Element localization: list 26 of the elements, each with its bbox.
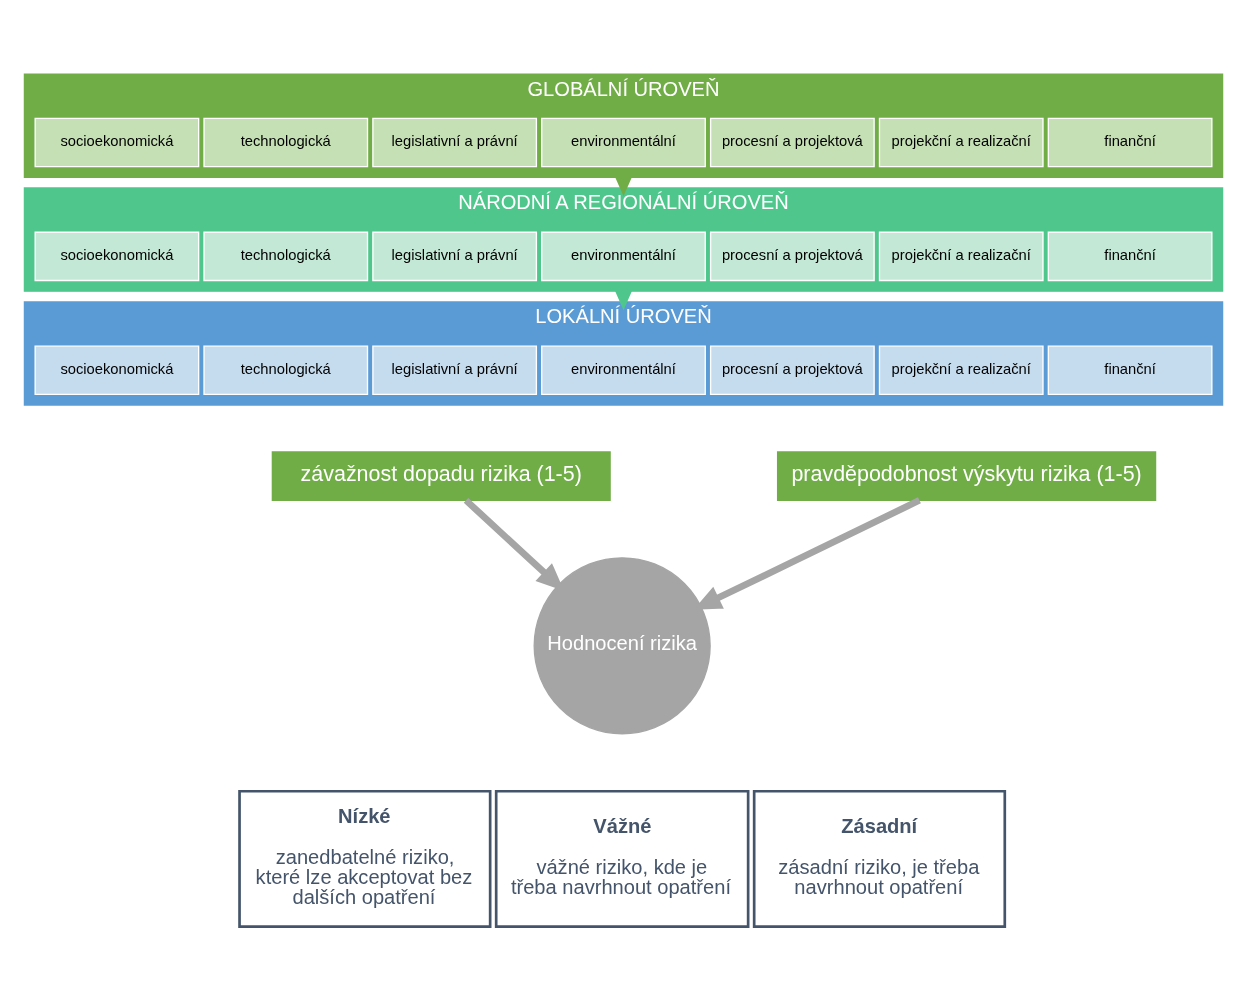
node-box: socioekonomická: [34, 117, 200, 168]
node-box: technologická: [203, 345, 369, 396]
node-box: projekční a realizační: [878, 345, 1044, 396]
node-box: Vážné vážné riziko, kde je třeba navrhnout opatření: [494, 789, 750, 928]
node-box: finanční: [1047, 345, 1213, 396]
node-box: technologická: [203, 231, 369, 282]
node-box: socioekonomická: [34, 345, 200, 396]
node-box: projekční a realizační: [878, 231, 1044, 282]
node-box: legislativní a právní: [372, 345, 538, 396]
node-box: procesní a projektová: [709, 117, 875, 168]
node-box: finanční: [1047, 117, 1213, 168]
node-box: legislativní a právní: [372, 117, 538, 168]
node-box: Zásadní zásadní riziko, je třeba navrhnout opatření: [752, 789, 1007, 928]
node-box: environmentální: [541, 345, 706, 396]
node-box: procesní a projektová: [709, 345, 875, 396]
node-box: pravděpodobnost výskytu rizika (1-5): [776, 451, 1157, 501]
node-box: technologická: [203, 117, 369, 168]
node-box: Nízké zanedbatelné riziko, které lze akceptovat bez dalších opatření: [238, 789, 492, 928]
node-box: finanční: [1047, 231, 1213, 282]
node-box: legislativní a právní: [372, 231, 538, 282]
node-box: projekční a realizační: [878, 117, 1044, 168]
node-box: procesní a projektová: [709, 231, 875, 282]
node-box: socioekonomická: [34, 231, 200, 282]
node-box: závažnost dopadu rizika (1-5): [271, 451, 611, 501]
node-box: environmentální: [541, 231, 706, 282]
node-box: environmentální: [541, 117, 706, 168]
